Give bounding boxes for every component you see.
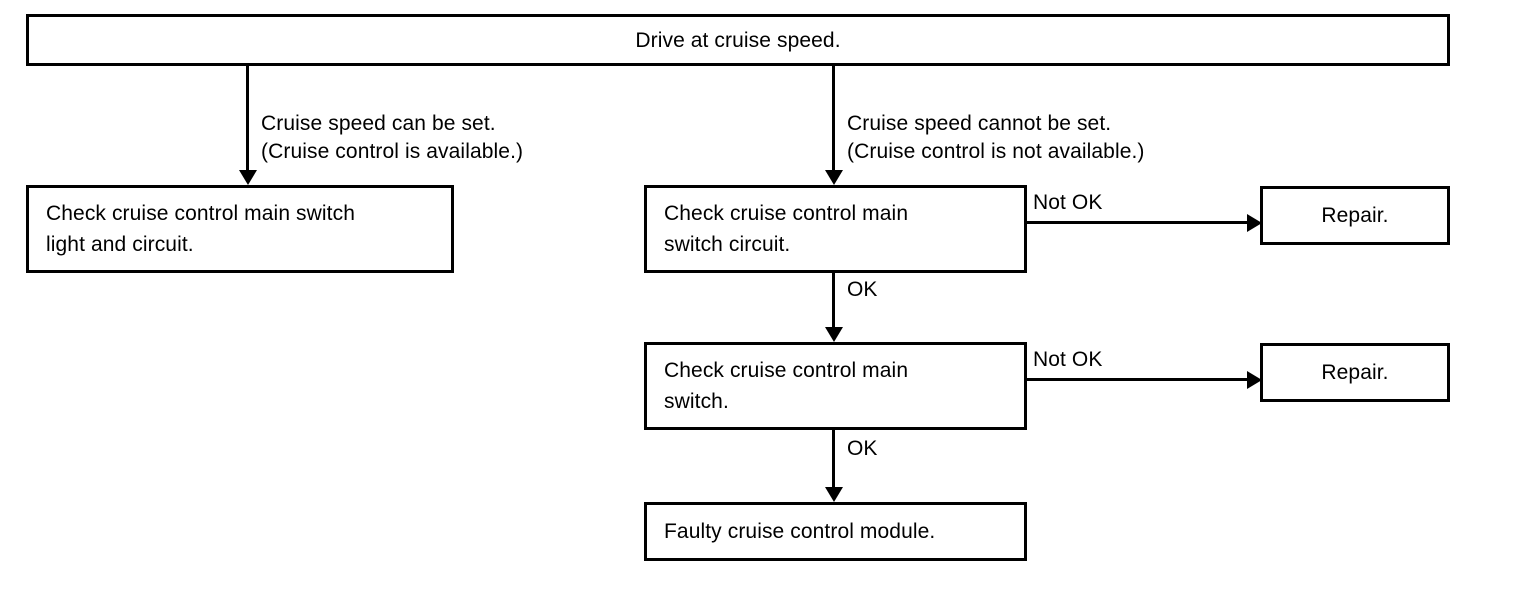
- connector-ok-bottom-arrowhead: [825, 487, 843, 502]
- node-repair-top: Repair.: [1260, 186, 1450, 245]
- node-repair-bottom: Repair.: [1260, 343, 1450, 402]
- connector-right-branch-arrowhead: [825, 170, 843, 185]
- connector-not-ok-bottom-line: [1024, 378, 1254, 381]
- node-label: Check cruise control main switch circuit…: [664, 202, 909, 256]
- edge-label-right-branch: Cruise speed cannot be set. (Cruise cont…: [847, 112, 1145, 163]
- connector-right-branch-line: [832, 66, 835, 170]
- node-faulty-cruise-control-module: Faulty cruise control module.: [644, 502, 1027, 561]
- connector-not-ok-bottom-arrowhead: [1247, 371, 1262, 389]
- connector-left-branch-line: [246, 66, 249, 170]
- node-check-main-switch-light-and-circuit: Check cruise control main switch light a…: [26, 185, 454, 273]
- edge-label-ok-top: OK: [847, 278, 878, 301]
- connector-ok-bottom-line: [832, 430, 835, 492]
- edge-label-not-ok-top: Not OK: [1033, 191, 1103, 214]
- node-label: Check cruise control main switch.: [664, 359, 909, 413]
- node-label: Faulty cruise control module.: [664, 520, 936, 543]
- edge-label-left-branch: Cruise speed can be set. (Cruise control…: [261, 112, 524, 163]
- node-label: Repair.: [1321, 204, 1389, 227]
- node-label: Check cruise control main switch light a…: [46, 202, 355, 256]
- connector-not-ok-top-line: [1024, 221, 1254, 224]
- node-drive-at-cruise-speed: Drive at cruise speed.: [26, 14, 1450, 66]
- node-label: Repair.: [1321, 361, 1389, 384]
- connector-ok-top-arrowhead: [825, 327, 843, 342]
- edge-label-not-ok-bottom: Not OK: [1033, 348, 1103, 371]
- node-label: Drive at cruise speed.: [635, 28, 841, 52]
- node-check-main-switch: Check cruise control main switch.: [644, 342, 1027, 430]
- connector-ok-top-line: [832, 273, 835, 335]
- edge-label-ok-bottom: OK: [847, 437, 878, 460]
- connector-not-ok-top-arrowhead: [1247, 214, 1262, 232]
- connector-left-branch-arrowhead: [239, 170, 257, 185]
- node-check-main-switch-circuit: Check cruise control main switch circuit…: [644, 185, 1027, 273]
